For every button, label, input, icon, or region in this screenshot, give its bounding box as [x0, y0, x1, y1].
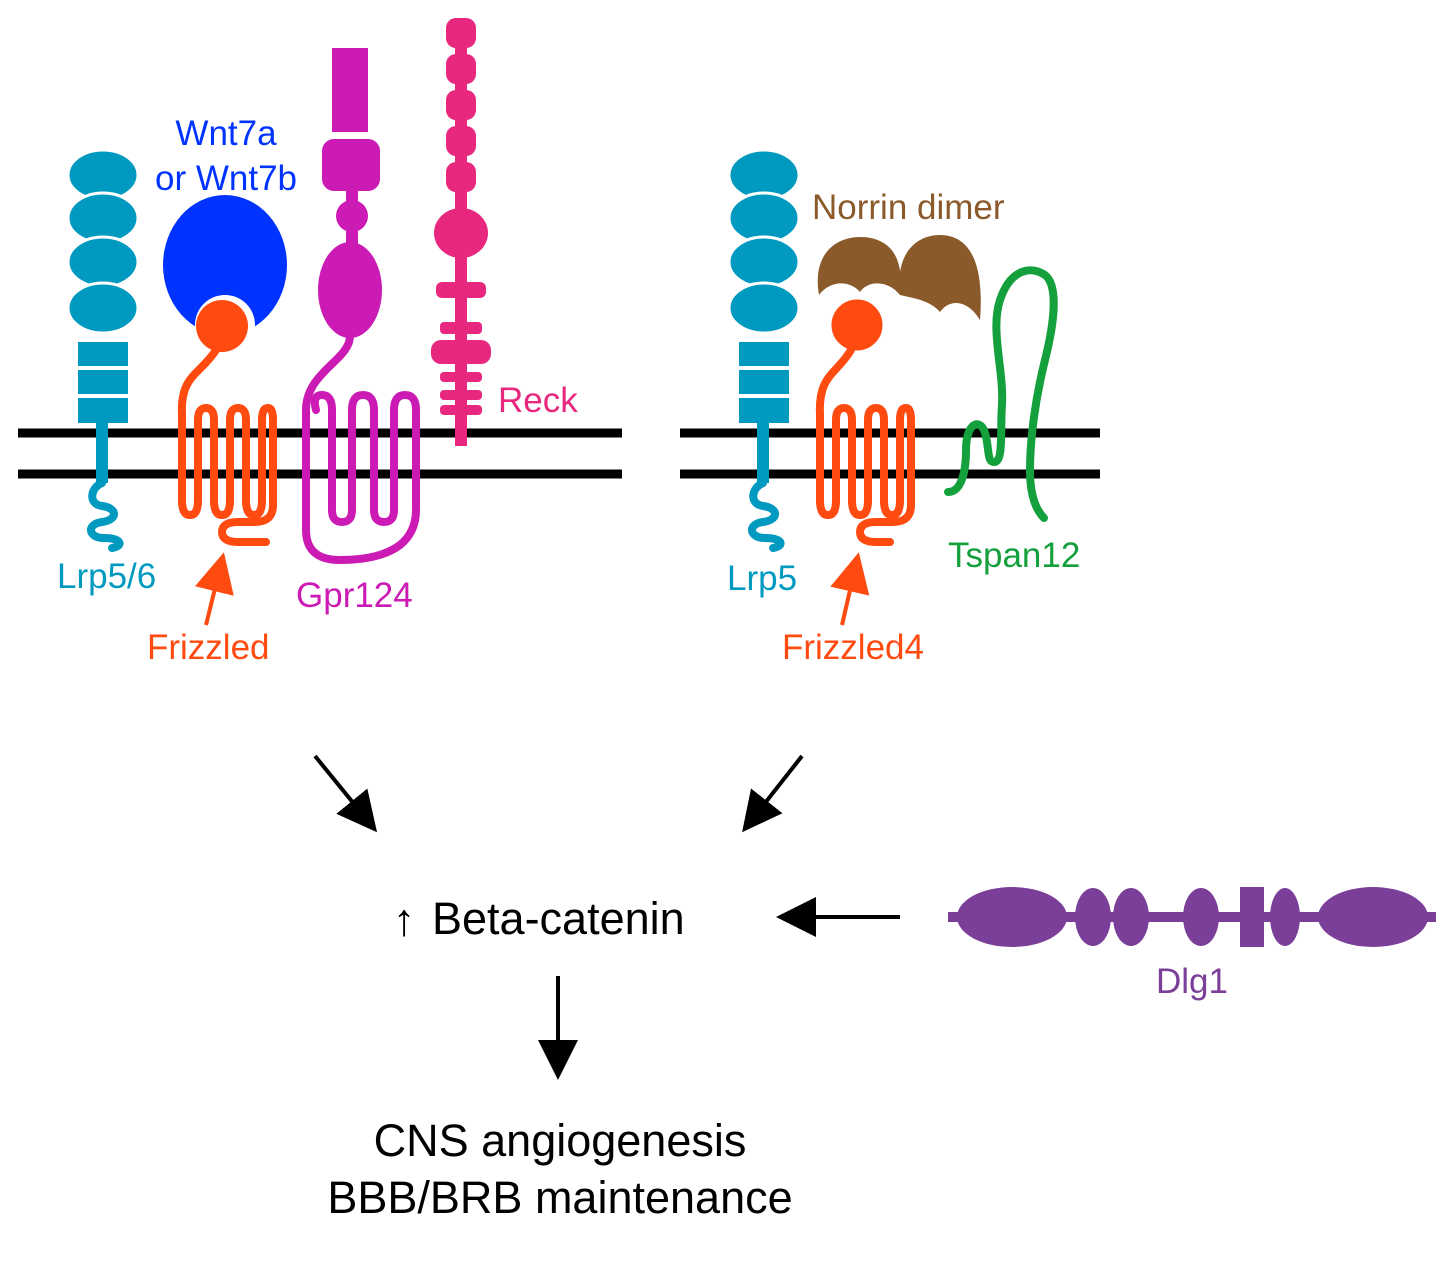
- gpr124-receptor: [302, 48, 420, 564]
- lrp5-stalk: [757, 423, 769, 483]
- outcome-line2: BBB/BRB maintenance: [327, 1172, 792, 1223]
- reck-bar-5: [440, 390, 482, 400]
- reck-bead-6: [434, 208, 488, 258]
- reck-protein: [431, 18, 491, 446]
- gpr124-7tm: [302, 391, 420, 564]
- dlg1-pdz-2: [1113, 888, 1149, 946]
- gpr124-domain-3: [336, 200, 368, 232]
- gpr124-lrr-block: [332, 48, 368, 132]
- reck-bead-1: [446, 18, 476, 48]
- reck-label: Reck: [498, 381, 578, 420]
- lrp5-receptor: [727, 148, 801, 552]
- gpr124-neck-2: [346, 230, 358, 246]
- reck-bead-3: [446, 90, 476, 120]
- frizzled-pointer-arrow: [194, 552, 234, 626]
- lrp56-label: Lrp5/6: [57, 557, 156, 596]
- lrp5-propeller-4: [727, 281, 801, 335]
- lrp5-ldl-block-1: [739, 342, 789, 366]
- dlg1-sh3-block: [1240, 887, 1264, 947]
- left-membrane: [18, 428, 622, 479]
- frizzled-crd: [196, 300, 248, 352]
- dlg1-protein: [948, 887, 1436, 947]
- lrp56-ldl-block-1: [78, 342, 128, 366]
- gpr124-label: Gpr124: [296, 576, 413, 615]
- gpr124-gain-domain: [318, 242, 382, 338]
- dlg1-guk-domain: [1318, 887, 1428, 947]
- dlg1-pdz-3: [1183, 888, 1219, 946]
- lrp5-propeller-3: [727, 235, 801, 289]
- wnt-ligand-shape: [163, 195, 287, 335]
- reck-bar-4: [440, 372, 482, 382]
- dlg1-domain-hook: [1270, 888, 1300, 946]
- frizzled4-receptor: [815, 296, 915, 546]
- lrp56-ldl-block-3: [78, 398, 128, 423]
- norrin-dimer: [817, 235, 981, 320]
- lrp5-ldl-block-3: [739, 398, 789, 423]
- dlg1-pdz-1: [1075, 888, 1111, 946]
- reck-bead-2: [446, 54, 476, 84]
- frizzled4-7tm: [816, 404, 915, 546]
- reck-bead-5: [446, 162, 476, 192]
- lrp56-propeller-4: [66, 281, 140, 335]
- lrp5-ldl-block-2: [739, 370, 789, 394]
- frizzled-receptor: [177, 300, 277, 546]
- dlg1-label: Dlg1: [1156, 962, 1228, 1001]
- reck-bar-2: [440, 322, 482, 334]
- frizzled-linker: [177, 346, 220, 419]
- reck-bar-1: [436, 282, 486, 298]
- lrp56-stalk: [96, 423, 108, 483]
- up-arrow-symbol: ↑: [393, 894, 416, 945]
- norrin-label: Norrin dimer: [812, 188, 1005, 227]
- tspan12-label: Tspan12: [948, 536, 1080, 575]
- reck-bead-4: [446, 126, 476, 156]
- frizzled4-label: Frizzled4: [782, 628, 924, 667]
- gpr124-linker: [302, 332, 354, 414]
- lrp56-receptor: [66, 148, 140, 552]
- wnt-label-line1: Wnt7a: [175, 114, 277, 153]
- right-membrane: [680, 428, 1100, 479]
- reck-bar-6: [440, 405, 482, 415]
- frizzled-label: Frizzled: [147, 628, 270, 667]
- lrp56-tail: [87, 479, 124, 552]
- dlg1-domain-1: [957, 887, 1067, 947]
- frizzled4-crd: [828, 296, 886, 354]
- beta-catenin-label: Beta-catenin: [432, 893, 685, 944]
- left-input-arrow: [313, 754, 378, 833]
- frizzled4-linker: [815, 346, 855, 419]
- lrp5-label: Lrp5: [727, 559, 797, 598]
- frizzled-7tm: [178, 404, 277, 546]
- lrp5-tail: [748, 479, 785, 552]
- tspan12-protein: [944, 266, 1058, 522]
- norrin-monomer-1: [817, 237, 901, 295]
- frizzled4-pointer-arrow: [830, 552, 870, 626]
- norrin-monomer-2: [899, 235, 981, 320]
- reck-bar-3: [431, 340, 491, 364]
- lrp56-propeller-3: [66, 235, 140, 289]
- right-input-arrow: [742, 754, 804, 833]
- wnt-label-line2: or Wnt7b: [155, 159, 297, 198]
- outcome-line1: CNS angiogenesis: [374, 1115, 747, 1166]
- gpr124-domain-2: [322, 139, 380, 191]
- lrp56-ldl-block-2: [78, 370, 128, 394]
